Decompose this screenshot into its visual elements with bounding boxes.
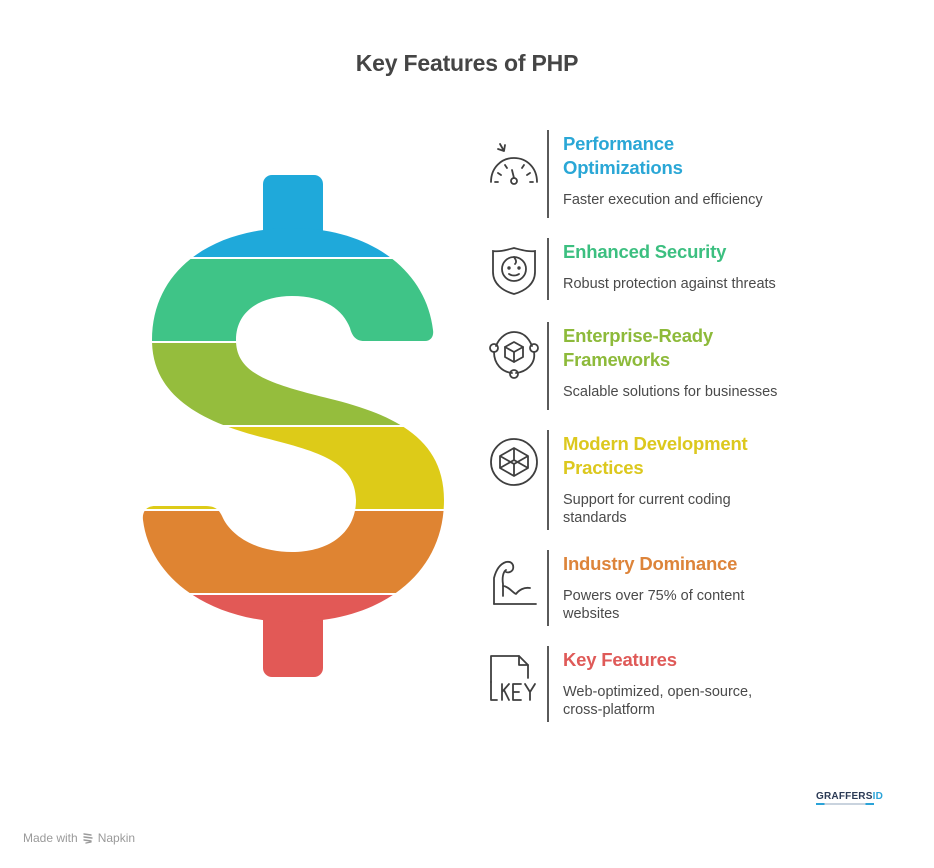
- feature-key-features: Key Features Web-optimized, open-source,…: [486, 646, 846, 722]
- feature-security: Enhanced Security Robust protection agai…: [486, 238, 846, 300]
- feature-description: cross-platform: [563, 702, 655, 718]
- napkin-logo-icon: [83, 833, 93, 844]
- codepen-cube-icon: [490, 438, 538, 486]
- feature-heading: Industry Dominance: [563, 553, 738, 574]
- feature-heading: Enhanced Security: [563, 241, 727, 262]
- feature-heading: Enterprise-Ready: [563, 325, 713, 346]
- feature-heading: Performance: [563, 133, 674, 154]
- brand-main: GRAFFERS: [816, 791, 873, 802]
- feature-description: Powers over 75% of content: [563, 588, 745, 604]
- feature-description: Robust protection against threats: [563, 276, 776, 292]
- feature-description: Scalable solutions for businesses: [563, 384, 778, 400]
- key-document-icon: [490, 655, 536, 701]
- cube-network-icon: [489, 331, 539, 379]
- speedometer-icon: [490, 143, 538, 185]
- brand-suffix: ID: [872, 791, 884, 802]
- feature-description: websites: [563, 606, 620, 622]
- graffersid-logo: GRAFFERSID: [816, 791, 884, 811]
- feature-description: standards: [563, 510, 627, 526]
- feature-description: Faster execution and efficiency: [563, 192, 763, 208]
- page-title: Key Features of PHP: [355, 50, 579, 76]
- napkin-label: Napkin: [97, 831, 136, 845]
- shield-face-icon: [492, 247, 536, 295]
- made-with-napkin[interactable]: Made with Napkin: [23, 831, 135, 845]
- brand-tagline-bar: [816, 803, 874, 805]
- feature-heading: Modern Development: [563, 433, 748, 454]
- feature-description: Support for current coding: [563, 492, 731, 508]
- feature-heading: Key Features: [563, 649, 677, 670]
- feature-heading: Frameworks: [563, 349, 670, 370]
- feature-heading: Practices: [563, 457, 644, 478]
- made-with-label: Made with: [23, 831, 78, 845]
- flexed-arm-icon: [493, 560, 537, 605]
- feature-modern-development: Modern Development Practices Support for…: [486, 430, 846, 530]
- feature-frameworks: Enterprise-Ready Frameworks Scalable sol…: [486, 322, 846, 410]
- feature-description: Web-optimized, open-source,: [563, 684, 753, 700]
- feature-heading: Optimizations: [563, 157, 683, 178]
- feature-performance: Performance Optimizations Faster executi…: [486, 130, 846, 218]
- feature-industry-dominance: Industry Dominance Powers over 75% of co…: [486, 550, 846, 626]
